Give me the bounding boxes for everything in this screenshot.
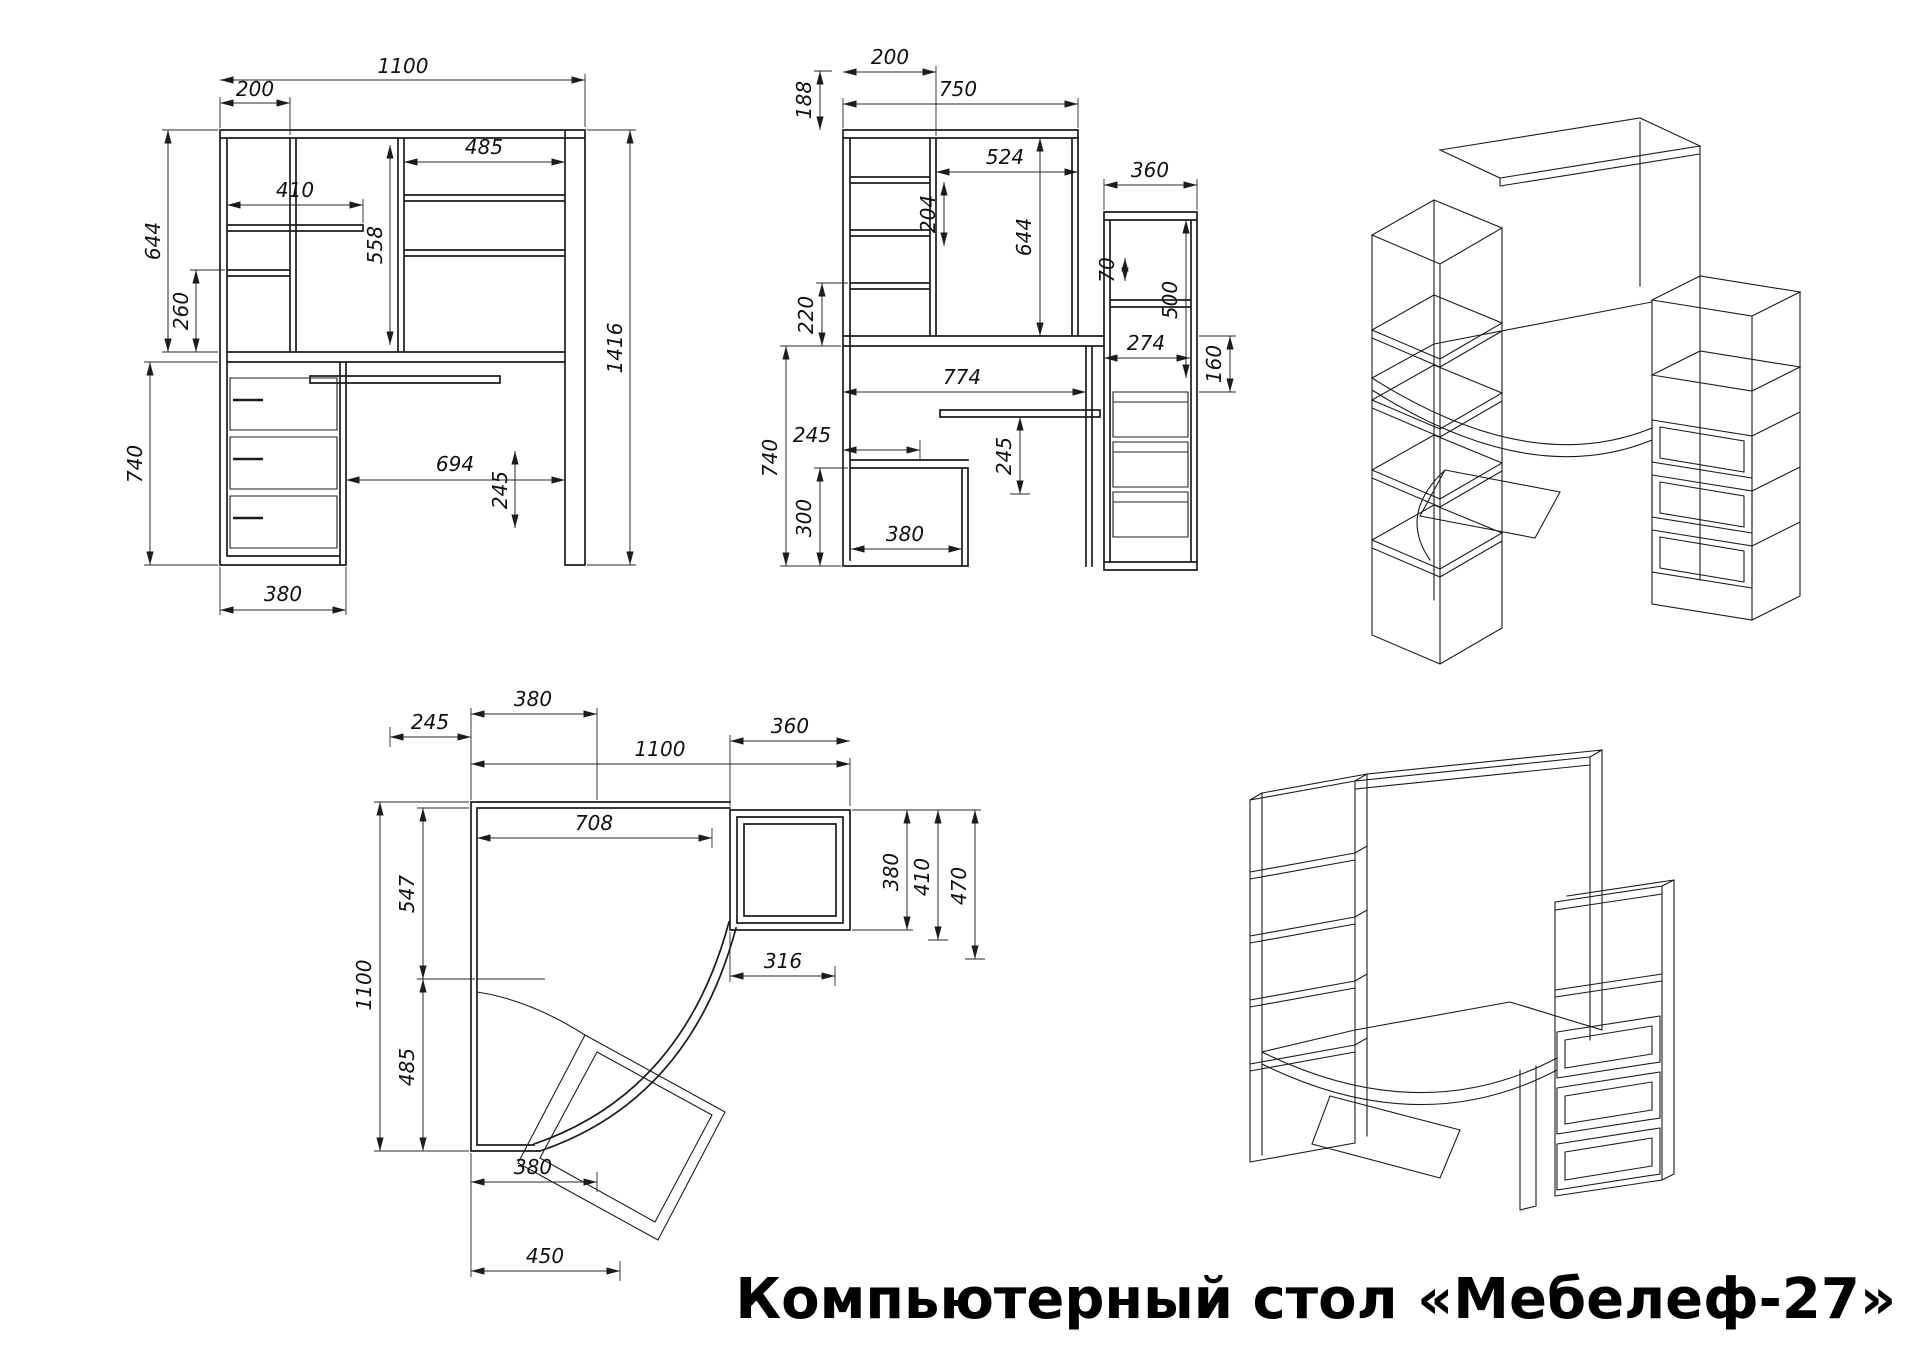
iso-view [1370, 117, 1802, 665]
dim-label: 1100 [378, 54, 429, 78]
dim-label: 360 [1131, 158, 1169, 182]
dim-label: 380 [514, 687, 552, 711]
dim-label: 160 [1202, 345, 1226, 383]
dim-label: 485 [395, 1048, 419, 1086]
dim-label: 524 [986, 145, 1024, 169]
dim-label: 245 [793, 423, 831, 447]
dim-label: 500 [1158, 281, 1182, 319]
front-outline [219, 129, 586, 566]
dim-label: 694 [436, 452, 474, 476]
dim-label: 245 [488, 471, 512, 509]
dim-label: 245 [992, 437, 1016, 475]
dim-label: 774 [943, 365, 981, 389]
page-title: Компьютерный стол «Мебелеф-27» [735, 1267, 1896, 1332]
dim-label: 200 [236, 77, 274, 101]
dim-label: 410 [910, 858, 934, 896]
dim-label: 274 [1127, 331, 1165, 355]
dim-label: 200 [871, 45, 909, 69]
dimensions-layer: 200 1100 644 260 410 558 485 1416 740 694 245 380 18… [123, 45, 1236, 1281]
dim-label: 316 [764, 949, 802, 973]
perspective-view [1249, 749, 1675, 1211]
dim-label: 380 [264, 582, 302, 606]
dim-label: 70 [1095, 257, 1119, 282]
dim-label: 740 [758, 439, 782, 477]
front-view [219, 129, 586, 566]
perspective-wireframe [1249, 749, 1675, 1211]
dim-label: 380 [514, 1155, 552, 1179]
dim-label: 300 [792, 499, 816, 537]
plan-outline [470, 801, 851, 1153]
side-outline [842, 129, 1198, 571]
dim-label: 1100 [635, 737, 686, 761]
plan-view [470, 801, 851, 1241]
dim-label: 485 [465, 135, 503, 159]
front-drawer-handles [233, 398, 263, 520]
dim-label: 245 [411, 710, 449, 734]
dim-label: 380 [879, 853, 903, 891]
dim-label: 708 [575, 811, 613, 835]
dim-label: 470 [947, 867, 971, 905]
perspective-drawers [1556, 1015, 1661, 1191]
dim-label: 260 [169, 292, 193, 330]
iso-wireframe [1370, 117, 1802, 665]
dim-label: 188 [792, 81, 816, 119]
dim-label: 547 [395, 875, 419, 913]
dim-label: 220 [794, 296, 818, 334]
dim-label: 380 [886, 522, 924, 546]
dim-label: 644 [1012, 218, 1036, 256]
dim-label: 410 [276, 178, 314, 202]
dim-label: 360 [771, 714, 809, 738]
front-drawers [229, 377, 338, 549]
side-drawers [1112, 391, 1189, 538]
dim-label: 450 [526, 1244, 564, 1268]
dim-label: 644 [141, 222, 165, 260]
dim-label: 1100 [352, 960, 376, 1011]
dim-label: 204 [916, 195, 940, 233]
dim-label: 740 [123, 445, 147, 483]
iso-drawers [1651, 411, 1801, 589]
side-view [842, 129, 1198, 571]
plan-keyboard-tray [476, 991, 726, 1241]
dim-label: 1416 [603, 323, 627, 374]
dim-label: 558 [363, 226, 387, 264]
dim-label: 750 [939, 77, 977, 101]
